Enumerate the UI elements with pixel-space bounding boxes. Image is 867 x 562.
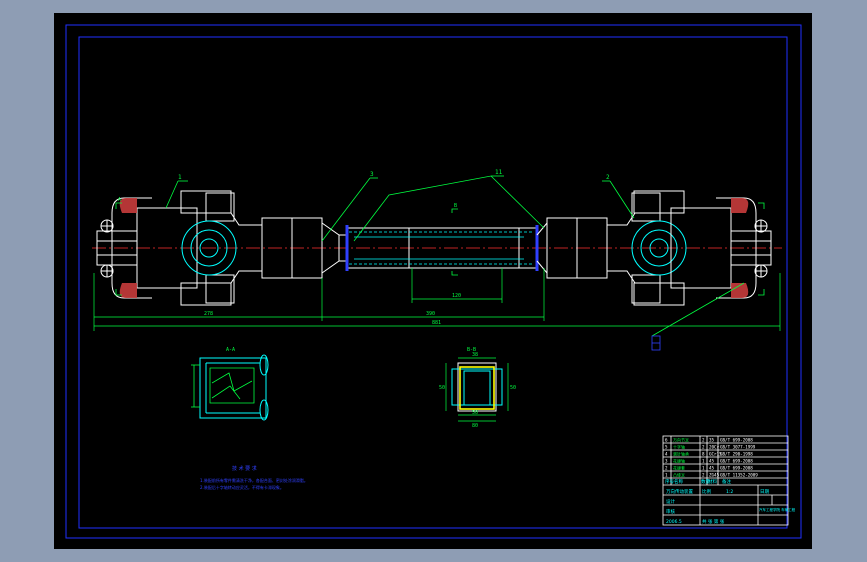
cad-drawing: 1 3 11 2 A B 881 278 390 120 bbox=[65, 24, 802, 539]
balloon-labels: 1 3 11 2 bbox=[178, 169, 610, 181]
scale-label: 比例 bbox=[702, 488, 711, 495]
cut-mark-a-top: A bbox=[118, 197, 121, 203]
checker-label: 审核 bbox=[666, 508, 675, 515]
parts-cell-no: 5 bbox=[665, 445, 668, 450]
spline-seals bbox=[345, 225, 539, 271]
parts-cell-no: 1 bbox=[665, 473, 668, 478]
parts-cell-standard: GB/T 699-2008 bbox=[720, 459, 753, 464]
date-value: 2006.5 bbox=[666, 519, 682, 525]
note-1: 1.装配前所有零件需清洗干净，各配合面、密封处涂润滑脂。 bbox=[200, 477, 308, 483]
parts-cell-material: 45 bbox=[709, 466, 715, 471]
section-view-a: A-A bbox=[191, 347, 269, 421]
parts-cell-no: 2 bbox=[665, 466, 668, 471]
right-flange-hatch bbox=[716, 198, 749, 298]
date-label: 日期 bbox=[760, 489, 769, 495]
parts-cell-qty: 1 bbox=[702, 459, 705, 464]
dim-middle-segment: 390 bbox=[426, 311, 435, 317]
parts-cell-name: 滚针轴承 bbox=[673, 451, 689, 457]
dim-section-bottom-b: 80 bbox=[472, 423, 478, 429]
parts-cell-qty: 8 bbox=[702, 452, 705, 457]
scale-value: 1:2 bbox=[726, 489, 733, 495]
header-name: 名称 bbox=[674, 478, 683, 485]
parts-cell-material: ZG45 bbox=[709, 473, 720, 478]
parts-cell-name: 凸缘叉 bbox=[673, 472, 685, 478]
balloon-2: 2 bbox=[606, 174, 610, 181]
parts-cell-no: 4 bbox=[665, 452, 668, 457]
cut-mark-b-top: B bbox=[454, 203, 457, 209]
parts-cell-standard: GB/T 699-2008 bbox=[720, 466, 753, 471]
parts-cell-standard: GB/T 3077-1999 bbox=[720, 445, 756, 450]
section-cut-marks bbox=[115, 202, 765, 296]
left-flange-yoke bbox=[96, 197, 198, 299]
notes-title: 技 术 要 求 bbox=[232, 465, 257, 472]
parts-cell-no: 6 bbox=[665, 438, 668, 443]
parts-cell-qty: 2 bbox=[702, 445, 705, 450]
parts-cell-qty: 2 bbox=[702, 438, 705, 443]
parts-cell-material: 20Cr bbox=[709, 445, 720, 450]
parts-cell-qty: 2 bbox=[702, 473, 705, 478]
left-flange-hatch bbox=[119, 198, 152, 298]
dim-section-bottom-a: 50 bbox=[472, 410, 478, 416]
inner-border bbox=[78, 36, 788, 529]
parts-cell-material: GCr15 bbox=[709, 452, 722, 457]
parts-cell-name: 花键轴 bbox=[673, 458, 685, 464]
section-view-a-title: A-A bbox=[226, 347, 235, 353]
parts-cell-qty: 1 bbox=[702, 466, 705, 471]
balloon-11: 11 bbox=[495, 169, 503, 176]
header-no: 序号 bbox=[665, 478, 674, 485]
dim-section-left: 50 bbox=[439, 385, 445, 391]
left-cross-bearing bbox=[181, 220, 237, 276]
parts-cell-no: 3 bbox=[665, 459, 668, 464]
dim-splined-length: 120 bbox=[452, 293, 461, 299]
leader-lines bbox=[165, 175, 745, 337]
reference-mark bbox=[651, 335, 661, 351]
header-remark: 备注 bbox=[722, 478, 731, 485]
dimension-lines bbox=[93, 268, 781, 331]
spline-teeth bbox=[349, 231, 534, 265]
left-cross-yoke bbox=[180, 190, 263, 306]
header-qty: 数量 bbox=[701, 478, 710, 485]
school-name: 汽车工程学院 车辆工程 bbox=[759, 507, 796, 512]
dim-section-top: 38 bbox=[472, 352, 478, 358]
right-cross-yoke bbox=[606, 190, 685, 306]
parts-cell-name: 十字轴 bbox=[673, 444, 685, 450]
balloon-3: 3 bbox=[370, 171, 374, 178]
parts-cell-standard: GB/T 699-2008 bbox=[720, 438, 753, 443]
outer-border bbox=[65, 24, 802, 539]
parts-cell-name: 花键套 bbox=[673, 465, 685, 471]
dim-section-right: 50 bbox=[510, 385, 516, 391]
right-cross-bearing bbox=[631, 220, 687, 276]
sheet-label: 共 张 第 张 bbox=[702, 518, 725, 525]
note-2: 2.装配后十字轴转动应灵活，不得有卡滞现象。 bbox=[200, 484, 284, 490]
technical-notes: 技 术 要 求 1.装配前所有零件需清洗干净，各配合面、密封处涂润滑脂。 2.装… bbox=[200, 465, 308, 490]
section-view-b-title: B-B bbox=[467, 347, 476, 353]
dim-overall: 881 bbox=[432, 320, 441, 326]
right-flange-yoke bbox=[670, 197, 772, 299]
parts-cell-standard: GB/T 11352-2009 bbox=[720, 473, 758, 478]
designer-label: 设计 bbox=[666, 498, 675, 505]
cad-viewport[interactable]: 1 3 11 2 A B 881 278 390 120 bbox=[54, 13, 812, 549]
parts-cell-name: 万向节叉 bbox=[673, 437, 689, 443]
parts-cell-material: 45 bbox=[709, 459, 715, 464]
section-view-b: B-B 38 50 50 50 80 bbox=[439, 347, 516, 429]
header-material: 材料 bbox=[708, 478, 717, 485]
drawing-title: 万向传动装置 bbox=[666, 488, 693, 495]
parts-cell-standard: GB/T 290-1998 bbox=[720, 452, 753, 457]
dim-left-segment: 278 bbox=[204, 311, 213, 317]
parts-cell-material: 35 bbox=[709, 438, 715, 443]
balloon-1: 1 bbox=[178, 174, 182, 181]
